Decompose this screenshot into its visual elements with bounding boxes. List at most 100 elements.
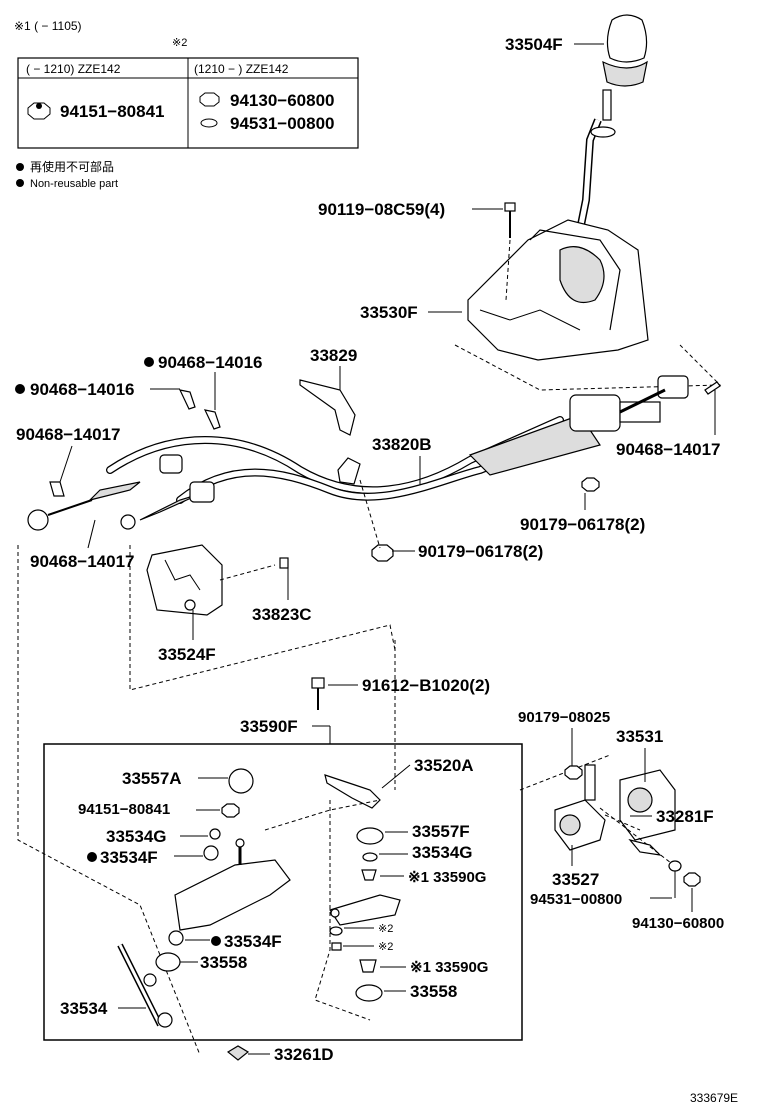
- dashed-guide: [264, 799, 381, 831]
- washer-icon: [209, 828, 221, 840]
- label-33261D: 33261D: [274, 1045, 334, 1064]
- illustration-code: 333679E: [690, 1091, 738, 1105]
- mark-2-a: ※2: [378, 923, 393, 935]
- label-33590F: 33590F: [240, 717, 298, 736]
- bushing-icon: [359, 959, 377, 973]
- washer-icon: [362, 852, 378, 862]
- nut-icon: [331, 942, 342, 951]
- dashed-guide: [17, 545, 201, 1056]
- clip-icon: [178, 389, 196, 410]
- label-94130: 94130−60800: [632, 915, 724, 932]
- nut-icon: [221, 803, 240, 818]
- table-col1-part: 94151−80841: [60, 102, 164, 121]
- assembly-box: [43, 743, 523, 1041]
- label-33590G-b: ※1 33590G: [410, 959, 488, 976]
- label-90179-08025: 90179−08025: [518, 709, 610, 726]
- dashed-guide: [219, 564, 276, 581]
- washer-icon: [329, 926, 343, 936]
- table-col1-header: ( − 1210) ZZE142: [26, 62, 121, 76]
- label-33557A: 33557A: [122, 769, 182, 788]
- label-33557F: 33557F: [412, 822, 470, 841]
- pin-icon: [704, 381, 721, 395]
- pin-icon: [49, 481, 65, 497]
- bracket-icon: [299, 379, 356, 436]
- label-33558-a: 33558: [200, 953, 247, 972]
- bullet-icon: [16, 163, 24, 171]
- applicability-table: ( − 1210) ZZE142 (1210 − ) ZZE142 94151−…: [17, 57, 359, 149]
- label-90468-14016-b: 90468−14016: [30, 380, 134, 399]
- bolt-icon: [311, 677, 325, 710]
- table-col2-part-a: 94130−60800: [230, 91, 334, 110]
- label-90468-14017-c: 90468−14017: [30, 552, 134, 571]
- label-90179-06178-b: 90179−06178(2): [418, 542, 543, 561]
- bushing-icon: [355, 984, 383, 1002]
- label-90468-14016-a: 90468−14016: [158, 353, 262, 372]
- dashed-guide: [314, 800, 371, 1021]
- shift-cable-drawing: [27, 375, 689, 531]
- label-33534: 33534: [60, 999, 108, 1018]
- label-33534G-a: 33534G: [106, 827, 167, 846]
- note-1: ※1 ( − 1105): [14, 19, 82, 33]
- label-33820B: 33820B: [372, 435, 432, 454]
- label-90468-14017-a: 90468−14017: [16, 425, 120, 444]
- label-33281F: 33281F: [656, 807, 714, 826]
- label-33527: 33527: [552, 870, 599, 889]
- bullet-icon: [15, 384, 25, 394]
- bullet-icon: [144, 357, 154, 367]
- label-33823C: 33823C: [252, 605, 312, 624]
- nut-icon: [27, 102, 51, 120]
- label-33590G-a: ※1 33590G: [408, 869, 486, 886]
- label-33829: 33829: [310, 346, 357, 365]
- bullet-icon: [16, 179, 24, 187]
- washer-icon: [668, 860, 682, 872]
- label-33534F-b: 33534F: [224, 932, 282, 951]
- bushing-icon: [168, 930, 184, 946]
- bullet-icon: [87, 852, 97, 862]
- label-91612: 91612−B1020(2): [362, 676, 490, 695]
- nut-icon: [581, 477, 600, 492]
- label-33504F: 33504F: [505, 35, 563, 54]
- label-90468-14017-b: 90468−14017: [616, 440, 720, 459]
- ball-icon: [228, 768, 254, 794]
- nut-icon: [199, 92, 220, 107]
- clip-icon: [226, 1045, 250, 1061]
- label-90119: 90119−08C59(4): [318, 200, 445, 219]
- dashed-guide: [129, 545, 396, 691]
- bolt-icon: [279, 557, 289, 569]
- bolt-icon: [504, 202, 516, 301]
- note-2: ※2: [172, 37, 187, 49]
- mark-2-b: ※2: [378, 941, 393, 953]
- dashed-guide: [454, 344, 722, 391]
- bushing-icon: [155, 952, 181, 972]
- shift-lever-housing-drawing: [467, 118, 649, 361]
- bushing-icon: [361, 869, 377, 881]
- label-33530F: 33530F: [360, 303, 418, 322]
- table-col2-part-b: 94531−00800: [230, 114, 334, 133]
- label-94151: 94151−80841: [78, 801, 170, 818]
- shift-knob-drawing: [602, 14, 648, 121]
- nut-icon: [371, 544, 394, 562]
- table-col2-header: (1210 − ) ZZE142: [194, 62, 289, 76]
- cable-bracket-drawing: [146, 544, 223, 616]
- clip-icon: [203, 409, 221, 430]
- label-33531: 33531: [616, 727, 663, 746]
- nut-icon: [564, 765, 583, 780]
- label-33524F: 33524F: [158, 645, 216, 664]
- select-lever-drawing: [117, 774, 401, 1028]
- shift-bracket-drawing: [554, 764, 676, 856]
- label-33534G-b: 33534G: [412, 843, 473, 862]
- label-33534F-a: 33534F: [100, 848, 158, 867]
- legend-jp: 再使用不可部品: [30, 159, 114, 174]
- nut-icon: [683, 872, 701, 887]
- label-33558-b: 33558: [410, 982, 457, 1001]
- cap-icon: [356, 827, 384, 845]
- washer-icon: [200, 118, 218, 128]
- bullet-icon: [211, 936, 221, 946]
- legend-en: Non-reusable part: [30, 178, 118, 190]
- label-90179-06178-a: 90179−06178(2): [520, 515, 645, 534]
- dashed-guide: [519, 754, 681, 871]
- label-94531: 94531−00800: [530, 891, 622, 908]
- label-33520A: 33520A: [414, 756, 474, 775]
- bushing-icon: [203, 845, 219, 861]
